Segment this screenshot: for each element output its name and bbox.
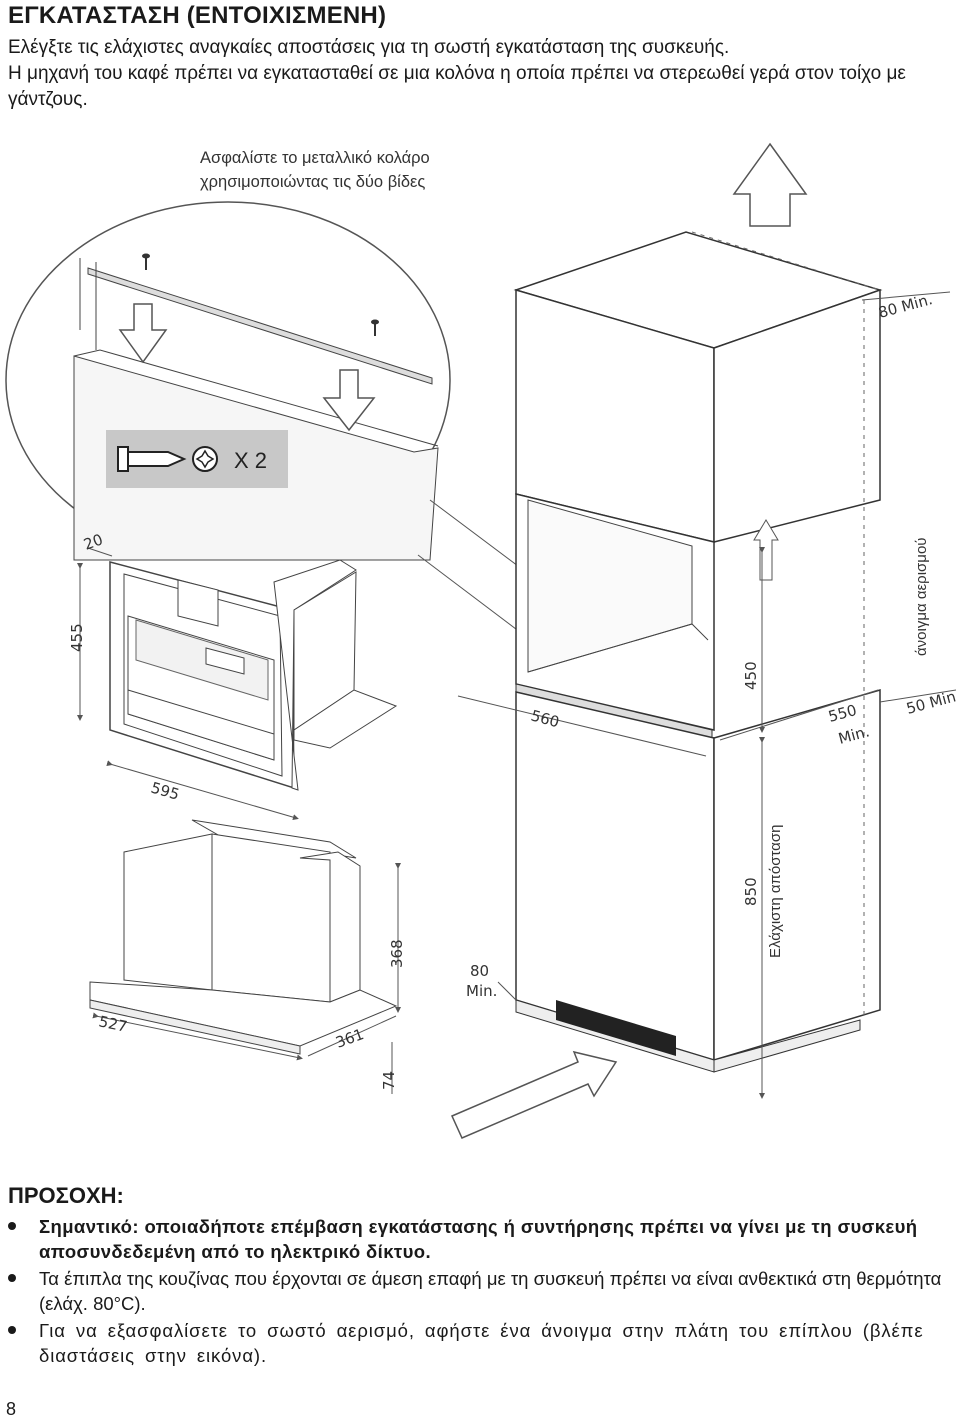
dim-80-low: 80 [470, 962, 489, 980]
screw-icon [371, 319, 379, 336]
dim-450: 450 [742, 661, 760, 690]
dim-527: 527 [97, 1012, 129, 1036]
list-item: Τα έπιπλα της κουζίνας που έρχονται σε ά… [8, 1266, 958, 1316]
callout-text: Ασφαλίστε το μεταλλικό κολάρο χρησιμοποι… [200, 146, 430, 194]
warning-title: ΠΡΟΣΟΧΗ: [8, 1183, 124, 1208]
dim-50-min: 50 Min [904, 687, 957, 717]
list-item: Για να εξασφαλίσετε το σωστό αερισμό, αφ… [8, 1318, 958, 1368]
screw-head-icon [192, 446, 218, 472]
page-title: ΕΓΚΑΤΑΣΤΑΣΗ (ΕΝΤΟΙΧΙΣΜΕΝΗ) [8, 2, 387, 29]
column-cabinet: 560 450 850 Ελάχιστη απόσταση 550 Min. 5… [451, 142, 958, 1139]
vent-opening-label: άνοιγμα αερισμού [913, 538, 930, 657]
dim-850: 850 [742, 877, 760, 906]
bullet-icon [8, 1326, 16, 1334]
callout-line-2: χρησιμοποιώντας τις δύο βίδες [200, 173, 426, 191]
down-arrow-icon [322, 369, 376, 432]
page-number: 8 [6, 1399, 17, 1419]
list-item: Σημαντικό: οποιαδήποτε επέμβαση εγκατάστ… [8, 1214, 958, 1264]
bullet-icon [8, 1274, 16, 1282]
coffee-machine-rear: 368 74 527 361 [89, 819, 406, 1094]
screw-qty: X 2 [234, 448, 267, 473]
coffee-machine-front: 455 20 595 [68, 530, 398, 821]
installation-diagram: X 2 455 20 595 368 74 527 [5, 142, 958, 1139]
dim-595: 595 [149, 779, 181, 804]
up-arrow-icon [732, 142, 808, 227]
dim-455: 455 [68, 623, 86, 652]
screw-icon [117, 446, 187, 472]
down-arrow-icon [118, 303, 168, 364]
warning-list: Σημαντικό: οποιαδήποτε επέμβαση εγκατάστ… [8, 1214, 958, 1370]
screw-icon [142, 253, 150, 270]
intro-line-2: Η μηχανή του καφέ πρέπει να εγκατασταθεί… [8, 63, 906, 110]
dim-368: 368 [388, 939, 406, 968]
dim-74: 74 [380, 1071, 398, 1090]
intro-line-1: Ελέγξτε τις ελάχιστες αναγκαίες αποστάσε… [8, 37, 730, 58]
bullet-icon [8, 1222, 16, 1230]
intro-text: Ελέγξτε τις ελάχιστες αναγκαίες αποστάσε… [8, 35, 958, 113]
right-arrow-icon [451, 1050, 618, 1139]
dim-20: 20 [81, 530, 105, 553]
min-distance-label: Ελάχιστη απόσταση [767, 825, 784, 958]
callout-line-1: Ασφαλίστε το μεταλλικό κολάρο [200, 149, 430, 167]
dim-80-low-min: Min. [466, 982, 497, 1000]
detail-circle: X 2 [5, 201, 451, 561]
dim-80-min-top: 80 Min. [876, 290, 934, 322]
